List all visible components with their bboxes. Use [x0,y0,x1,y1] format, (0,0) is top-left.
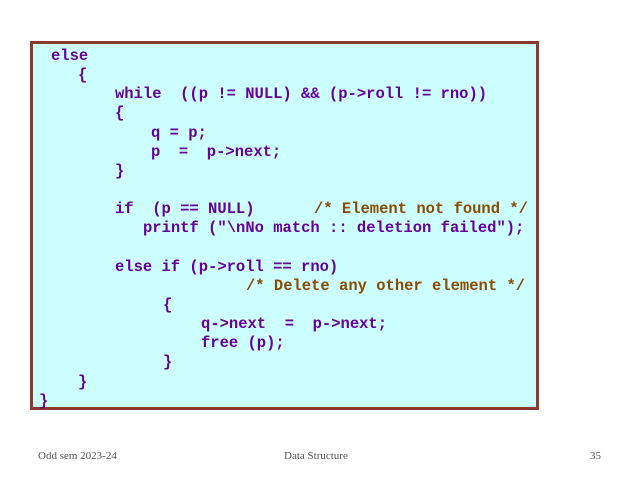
code-block [30,41,539,410]
code-line-else-if: else if (p->roll == rno) [115,258,339,276]
code-line-while: while ((p != NULL) && (p->roll != rno)) [115,85,488,103]
footer-semester: Odd sem 2023-24 [38,450,117,462]
code-comment-delete-other: /* Delete any other element */ [246,277,526,295]
footer-page-number: 35 [590,450,601,462]
code-line-else-close-brace: } [78,373,88,391]
code-line-elseif-close-brace: } [163,353,173,371]
code-line-function-close-brace: } [39,392,49,410]
code-line-while-close-brace: } [115,162,125,180]
code-line-printf: printf ("\nNo match :: deletion failed")… [143,219,525,237]
code-line-if-null: if (p == NULL) [115,200,255,218]
code-line-while-open-brace: { [115,104,125,122]
code-line-free: free (p); [201,334,285,352]
footer-course-title: Data Structure [284,450,348,462]
code-line-assign-p: p = p->next; [151,143,282,161]
code-comment-not-found: /* Element not found */ [314,200,528,218]
code-line-else: else [51,47,89,65]
code-line-open-brace: { [78,66,88,84]
code-line-relink: q->next = p->next; [201,315,388,333]
code-line-elseif-open-brace: { [163,296,173,314]
code-line-assign-q: q = p; [151,124,207,142]
